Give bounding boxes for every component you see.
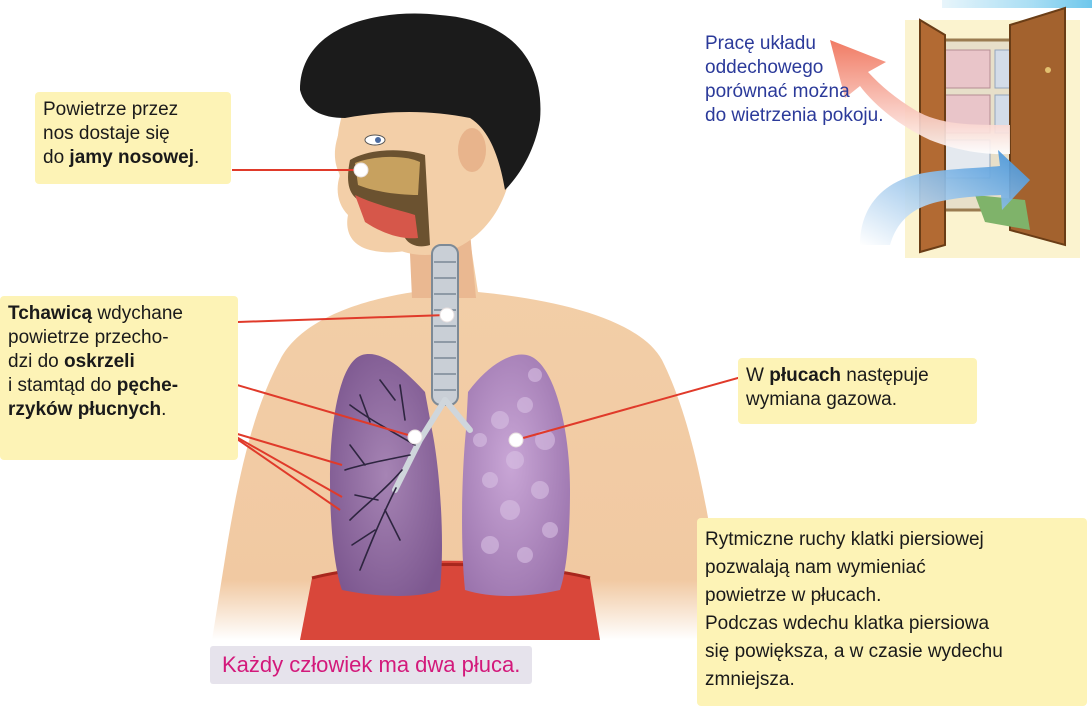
note-trachea-bronchi: Tchawicą wdychane powietrze przecho- dzi… [0, 296, 238, 460]
note-trachea-line: dzi do oskrzeli [8, 350, 230, 374]
note-trachea-line: rzyków płucnych. [8, 398, 230, 422]
note-nasal-line: nos dostaje się [43, 122, 223, 146]
term-bronchi: oskrzeli [64, 351, 135, 372]
term-alveoli-part2: rzyków płucnych [8, 399, 161, 420]
note-trachea-line: Tchawicą wdychane [8, 302, 230, 326]
note-lungs-line: wymiana gazowa. [746, 388, 969, 412]
note-chest-movement: Rytmiczne ruchy klatki piersiowej pozwal… [697, 518, 1087, 706]
note-nasal-cavity: Powietrze przez nos dostaje się do jamy … [35, 92, 231, 184]
term-trachea: Tchawicą [8, 303, 92, 324]
note-chest-line: zmniejsza. [705, 666, 1079, 694]
right-lung [462, 355, 570, 597]
note-nasal-line: Powietrze przez [43, 98, 223, 122]
note-chest-line: Podczas wdechu klatka piersiowa [705, 610, 1079, 638]
caption-two-lungs: Każdy człowiek ma dwa płuca. [210, 646, 532, 684]
note-room-airing: Pracę układu oddechowego porównać można … [705, 32, 930, 128]
term-lungs: płucach [769, 365, 841, 386]
note-chest-line: powietrze w płucach. [705, 582, 1079, 610]
note-lungs: W płucach następuje wymiana gazowa. [738, 358, 977, 424]
note-room-line: oddechowego [705, 56, 930, 80]
note-room-line: Pracę układu [705, 32, 930, 56]
term-alveoli-part1: pęche- [117, 375, 178, 396]
note-chest-line: Rytmiczne ruchy klatki piersiowej [705, 526, 1079, 554]
note-trachea-line: i stamtąd do pęche- [8, 374, 230, 398]
note-chest-line: się powiększa, a w czasie wydechu [705, 638, 1079, 666]
note-lungs-line: W płucach następuje [746, 364, 969, 388]
note-chest-line: pozwalają nam wymieniać [705, 554, 1079, 582]
trachea [432, 245, 458, 405]
note-room-line: porównać można [705, 80, 930, 104]
note-trachea-line: powietrze przecho- [8, 326, 230, 350]
note-nasal-line: do jamy nosowej. [43, 146, 223, 170]
note-room-line: do wietrzenia pokoju. [705, 104, 930, 128]
head [300, 14, 540, 298]
term-nasal-cavity: jamy nosowej [69, 147, 194, 168]
